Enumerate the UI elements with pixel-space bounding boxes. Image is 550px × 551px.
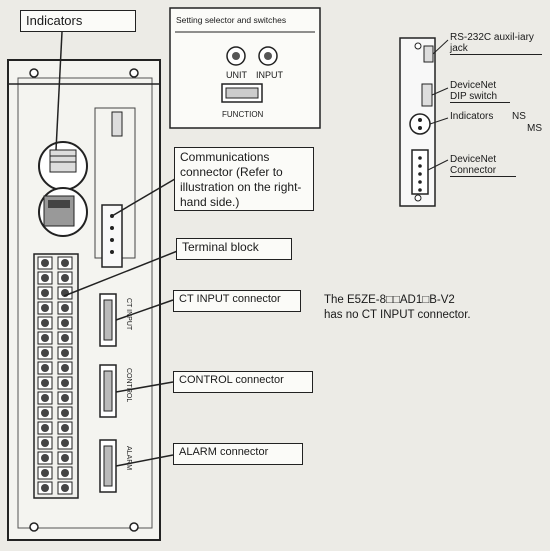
- rs232c-label: RS-232C auxil-iary jack: [450, 32, 542, 55]
- terminal-screw-head: [61, 274, 69, 282]
- terminal-screw-head: [61, 379, 69, 387]
- terminal-screw-head: [41, 319, 49, 327]
- terminal-screw-head: [41, 454, 49, 462]
- terminal-screw-head: [41, 364, 49, 372]
- terminal-screw-head: [41, 349, 49, 357]
- terminal-screw-head: [41, 439, 49, 447]
- device-housing: [7, 59, 161, 541]
- input-label: INPUT: [256, 70, 283, 80]
- ct-input-callout: CT INPUT connector: [173, 290, 301, 312]
- mounting-hole: [29, 68, 39, 78]
- terminal-screw-head: [41, 394, 49, 402]
- indicators-callout: Indicators: [20, 10, 136, 32]
- terminal-block-callout: Terminal block: [176, 238, 292, 260]
- terminal-screw-head: [61, 439, 69, 447]
- terminal-screw-head: [61, 319, 69, 327]
- terminal-screw-head: [61, 484, 69, 492]
- terminal-screw-head: [61, 304, 69, 312]
- terminal-screw-head: [41, 334, 49, 342]
- terminal-screw-head: [41, 304, 49, 312]
- control-device-label: CONTROL: [125, 368, 132, 403]
- mounting-hole: [129, 68, 139, 78]
- note-line-1: The E5ZE-8□□AD1□B-V2: [324, 294, 455, 306]
- mounting-hole: [129, 522, 139, 532]
- terminal-block-drawing: [33, 253, 79, 499]
- ns-ms-indicators: [409, 113, 431, 135]
- devicenet-connector: [411, 149, 429, 195]
- alarm-device-label: ALARM: [125, 446, 132, 471]
- control-callout: CONTROL connector: [173, 371, 313, 393]
- communications-callout: Communications connector (Refer to illus…: [174, 147, 314, 211]
- devicenet-connector-label: DeviceNet Connector: [450, 154, 516, 177]
- comm-connector-device: [101, 204, 123, 268]
- terminal-screw-head: [41, 484, 49, 492]
- ct-input-device-label: CT INPUT: [125, 298, 132, 331]
- unit-label: UNIT: [226, 70, 247, 80]
- ms-label: MS: [527, 123, 542, 134]
- alarm-callout: ALARM connector: [173, 443, 303, 465]
- note-line-2: has no CT INPUT connector.: [324, 309, 471, 321]
- terminal-screw-head: [61, 259, 69, 267]
- function-label: FUNCTION: [222, 110, 264, 119]
- ns-label: NS: [512, 111, 526, 122]
- terminal-screw-head: [61, 334, 69, 342]
- terminal-screw-head: [61, 424, 69, 432]
- mounting-hole: [29, 522, 39, 532]
- terminal-screw-head: [61, 469, 69, 477]
- rs232c-jack: [423, 45, 434, 63]
- terminal-screw-head: [41, 424, 49, 432]
- terminal-screw-head: [61, 364, 69, 372]
- terminal-screw-head: [41, 409, 49, 417]
- device-inner-frame: [17, 77, 153, 529]
- right-indicators-label: Indicators: [450, 111, 494, 122]
- terminal-screw-head: [41, 469, 49, 477]
- devicenet-dip-label: DeviceNet DIP switch: [450, 80, 510, 103]
- setting-selector-panel: [169, 7, 321, 129]
- setting-panel-title: Setting selector and switches: [176, 15, 287, 25]
- terminal-screw-head: [41, 259, 49, 267]
- terminal-screw-head: [61, 349, 69, 357]
- terminal-screw-head: [61, 409, 69, 417]
- terminal-screw-head: [41, 379, 49, 387]
- terminal-screw-head: [41, 274, 49, 282]
- dip-switch: [421, 83, 433, 107]
- terminal-screw-head: [61, 394, 69, 402]
- terminal-screw-head: [61, 454, 69, 462]
- terminal-screw-head: [41, 289, 49, 297]
